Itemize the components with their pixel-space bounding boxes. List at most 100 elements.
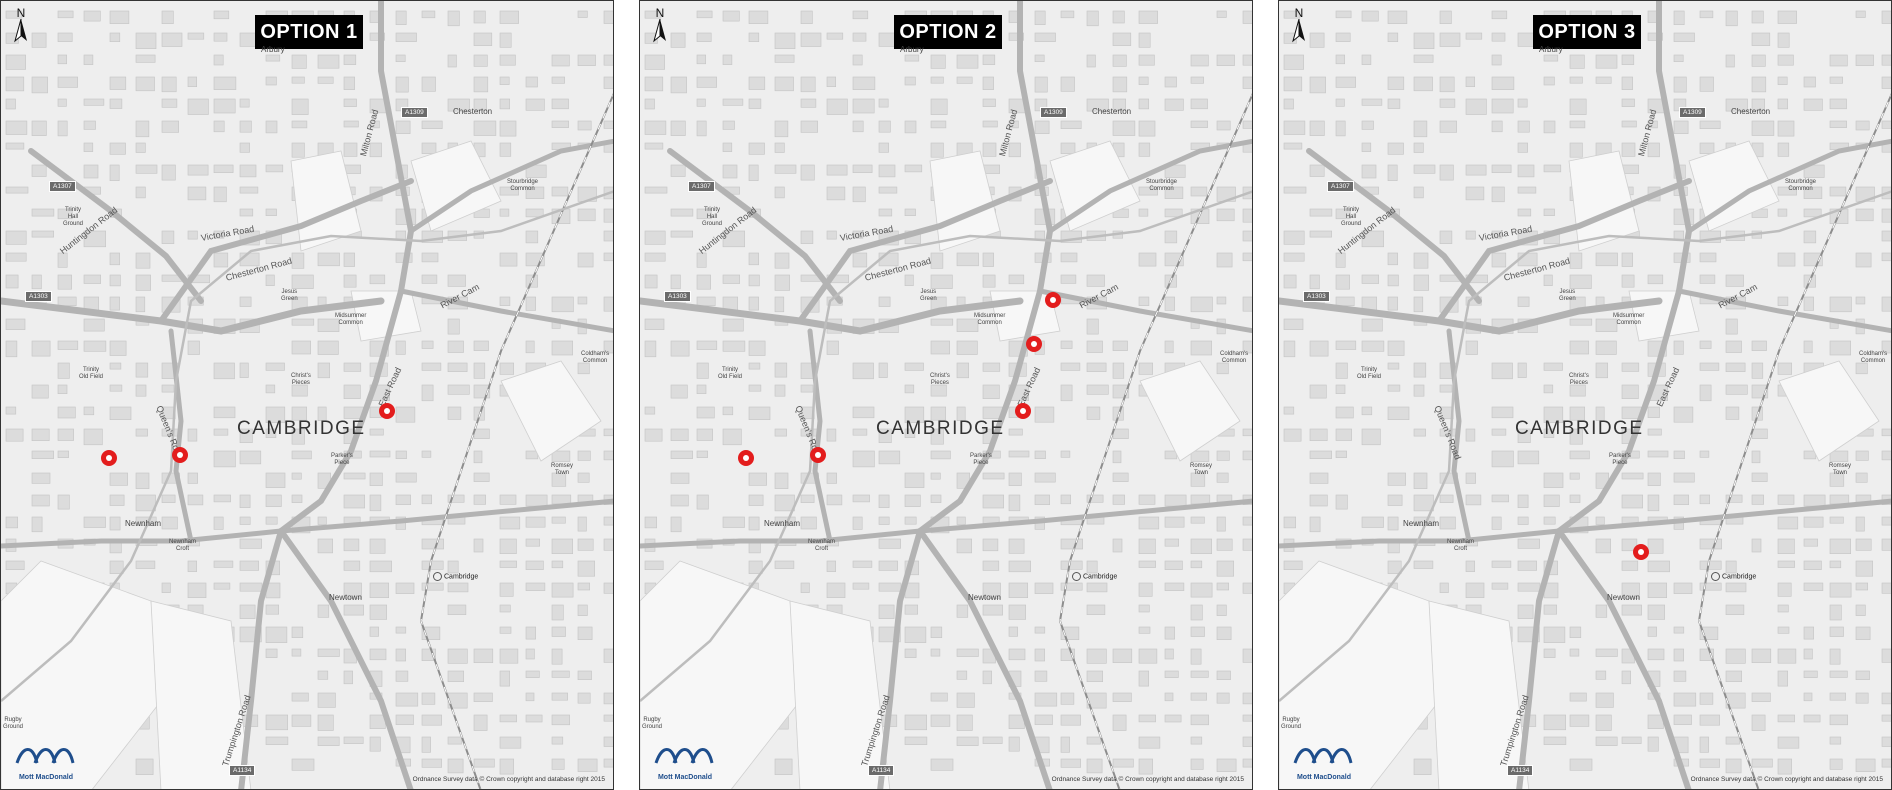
building-block [421, 362, 442, 371]
location-marker-1[interactable] [738, 450, 755, 467]
building-block [421, 76, 436, 92]
building-block [473, 494, 486, 505]
building-block [1777, 516, 1799, 530]
building-block [1335, 76, 1356, 88]
building-block [1387, 98, 1401, 109]
location-marker-2[interactable] [172, 447, 189, 464]
building-block [1361, 274, 1380, 284]
building-block [1777, 98, 1788, 110]
building-block [826, 472, 837, 484]
building-block [31, 494, 50, 507]
building-block [1829, 582, 1852, 598]
station-label: Cambridge [1722, 573, 1757, 581]
building-block [1335, 406, 1354, 419]
building-block [1491, 54, 1502, 66]
building-block [878, 582, 902, 592]
building-block [265, 604, 279, 615]
location-marker-2[interactable] [810, 447, 827, 464]
building-block [239, 98, 250, 108]
building-block [1855, 450, 1869, 461]
building-block [213, 186, 227, 203]
building-block [473, 472, 490, 482]
building-block [577, 252, 594, 268]
building-block [343, 736, 364, 744]
label-chesterton: Chesterton [453, 107, 493, 116]
building-block [1387, 32, 1399, 42]
building-block [447, 406, 462, 420]
building-block [1491, 230, 1503, 239]
building-block [904, 76, 916, 86]
location-marker-3[interactable] [1044, 292, 1061, 309]
building-block [1725, 736, 1740, 745]
building-block [1491, 428, 1507, 436]
station-cambridge: Cambridge [433, 572, 478, 581]
building-block [1751, 450, 1761, 464]
building-block [826, 76, 836, 87]
building-block [852, 406, 875, 419]
building-block [644, 142, 664, 150]
building-block [239, 120, 252, 133]
building-block [1855, 604, 1866, 616]
building-block [1112, 648, 1133, 663]
building-block [904, 472, 925, 488]
building-block [447, 98, 470, 112]
building-block [1491, 76, 1515, 90]
building-block [317, 736, 340, 746]
logo-text: Mott MacDonald [18, 774, 74, 781]
building-block [577, 538, 594, 551]
location-marker-4[interactable] [1026, 335, 1043, 352]
building-block [1112, 472, 1129, 482]
location-marker-1[interactable] [1632, 543, 1649, 560]
location-marker-1[interactable] [101, 449, 118, 466]
building-block [369, 494, 382, 512]
building-block [1439, 494, 1454, 503]
building-block [447, 560, 459, 574]
building-block [956, 54, 979, 69]
building-block [83, 142, 94, 152]
building-block [1829, 670, 1848, 678]
building-block [904, 208, 916, 216]
building-block [956, 604, 969, 618]
building-block [1413, 296, 1424, 313]
building-block [31, 340, 51, 357]
building-block [1086, 604, 1106, 615]
building-block [239, 538, 262, 549]
building-block [1439, 230, 1453, 244]
building-block [904, 384, 915, 394]
building-block [421, 274, 438, 284]
building-block [317, 76, 334, 84]
building-block [1190, 340, 1213, 356]
building-block [57, 450, 69, 458]
building-block [525, 340, 535, 354]
building-block [1569, 54, 1585, 69]
building-block [826, 98, 848, 115]
building-block [1112, 692, 1132, 702]
building-block [343, 604, 364, 616]
building-block [473, 714, 488, 731]
building-block [1242, 54, 1252, 66]
building-block [1283, 560, 1303, 570]
building-block [1439, 32, 1461, 47]
building-block [291, 142, 305, 158]
building-block [1164, 714, 1182, 723]
building-block [499, 516, 521, 530]
building-block [291, 340, 311, 355]
building-block [213, 54, 224, 66]
location-marker-3[interactable] [378, 403, 395, 419]
building-block [265, 120, 278, 134]
location-marker-5[interactable] [1014, 403, 1031, 419]
building-block [1647, 428, 1662, 436]
building-block [1621, 142, 1636, 157]
building-block [1621, 252, 1633, 267]
building-block [343, 274, 357, 288]
building-block [774, 560, 795, 569]
building-block [1881, 582, 1891, 594]
building-block [187, 186, 207, 201]
building-block [135, 186, 146, 199]
building-block [291, 450, 312, 460]
building-block [1216, 252, 1233, 268]
building-block [852, 252, 868, 268]
